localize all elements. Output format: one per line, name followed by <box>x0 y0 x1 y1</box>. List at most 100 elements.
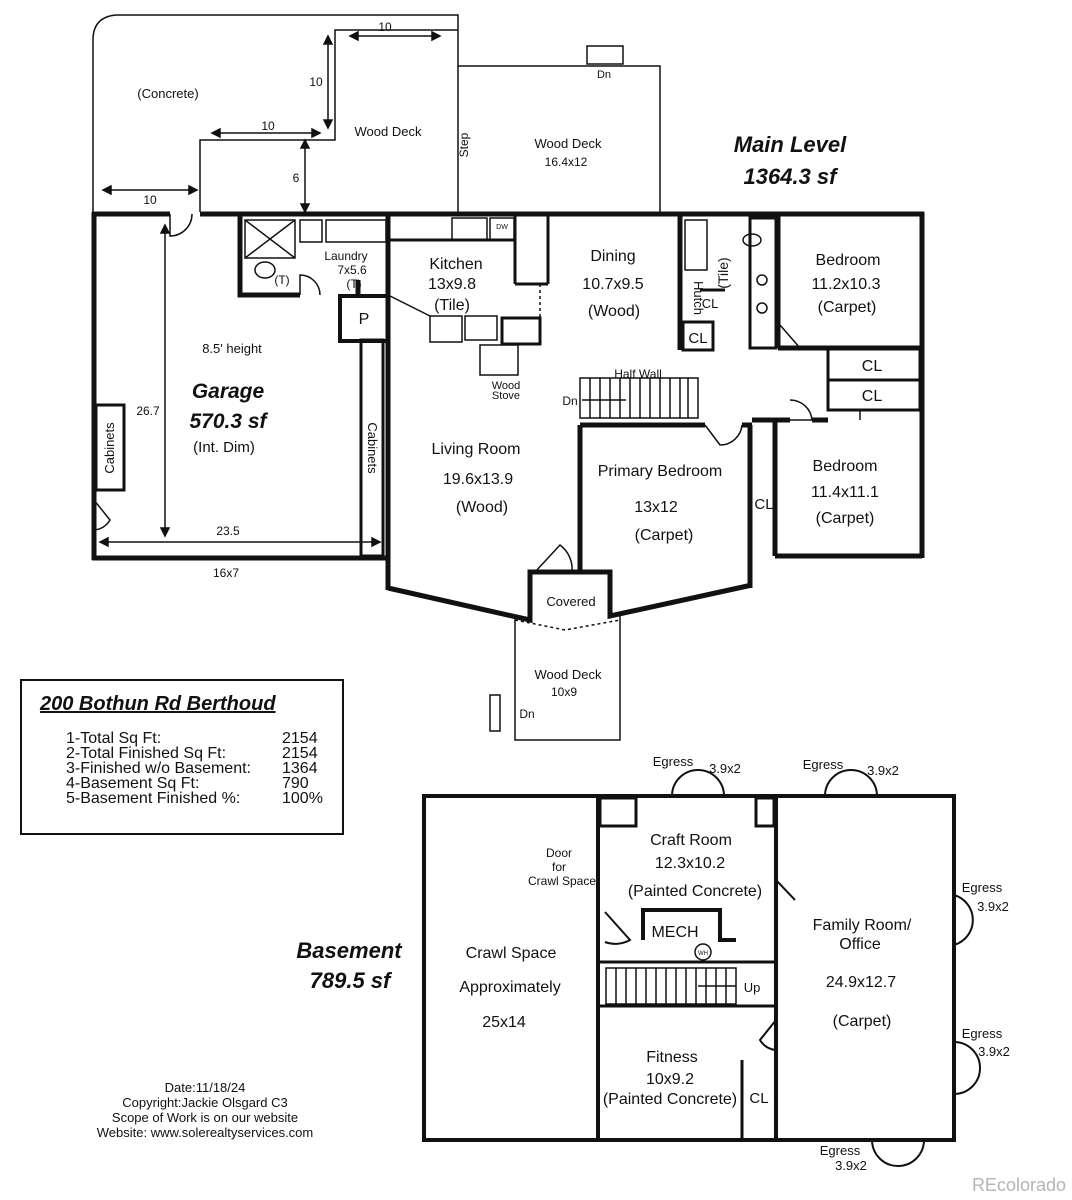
living-room-floor: (Wood) <box>456 499 508 516</box>
dim-label: 23.5 <box>216 524 240 538</box>
dimension-lines <box>98 30 442 548</box>
up-label: Up <box>744 980 761 995</box>
fixtures <box>244 217 768 376</box>
closet-label: CL <box>749 1090 768 1107</box>
egress-label: Egress <box>962 880 1003 895</box>
dn-label: Dn <box>519 707 534 721</box>
laundry-size: 7x5.6 <box>337 263 367 277</box>
garage-door-label: 16x7 <box>213 566 239 580</box>
main-level-title: Main Level <box>734 132 847 157</box>
summary-label: 2-Total Finished Sq Ft: <box>66 745 227 762</box>
dim-label: 6 <box>293 171 300 185</box>
dining-floor: (Wood) <box>588 303 640 320</box>
dining-label: Dining <box>590 248 635 265</box>
bedroom-size: 11.4x11.1 <box>811 484 879 501</box>
basement-walls <box>422 794 956 1142</box>
bedroom-label: Bedroom <box>813 458 878 475</box>
wood-stove-label: Wood <box>492 380 521 392</box>
living-room-label: Living Room <box>432 441 521 458</box>
dishwasher-label: DW <box>496 224 508 231</box>
dim-label: 26.7 <box>136 404 160 418</box>
credit-date: Date:11/18/24 <box>164 1080 246 1095</box>
egress-label: Egress <box>803 757 844 772</box>
dim-label: 10 <box>309 75 323 89</box>
closet-label: CL <box>754 496 773 513</box>
main-level-walls <box>91 211 925 624</box>
summary-label: 3-Finished w/o Basement: <box>66 760 251 777</box>
wood-deck-label: Wood Deck <box>535 667 602 682</box>
garage-area: 570.3 sf <box>189 410 268 433</box>
laundry-label: Laundry <box>324 249 367 263</box>
summary-value: 1364 <box>282 760 318 777</box>
mech-label: MECH <box>651 924 698 941</box>
dim-label: 10 <box>261 119 275 133</box>
covered-label: Covered <box>546 594 595 609</box>
property-summary-box: 200 Bothun Rd Berthoud 1-Total Sq Ft: 21… <box>20 679 344 835</box>
closet-label: CL <box>688 330 707 347</box>
dining-size: 10.7x9.5 <box>582 276 643 293</box>
summary-label: 4-Basement Sq Ft: <box>66 775 200 792</box>
main-level-area: 1364.3 sf <box>744 164 840 189</box>
fitness-label: Fitness <box>646 1049 698 1066</box>
half-wall-label: Half Wall <box>614 367 662 381</box>
closet-label: CL <box>862 358 883 375</box>
garage-note: (Int. Dim) <box>193 439 255 456</box>
wood-deck-size: 10x9 <box>551 685 577 699</box>
egress-size: 3.9x2 <box>867 763 899 778</box>
stairs-basement <box>605 943 737 1005</box>
living-room-size: 19.6x13.9 <box>443 471 513 488</box>
door-note: Crawl Space <box>528 874 596 888</box>
hutch-label: Hutch <box>691 281 706 315</box>
egress-size: 3.9x2 <box>709 761 741 776</box>
craft-room-floor: (Painted Concrete) <box>628 883 762 900</box>
fitness-size: 10x9.2 <box>646 1071 694 1088</box>
primary-bedroom-label: Primary Bedroom <box>598 463 722 480</box>
exterior-outlines <box>92 14 661 741</box>
wood-deck-label: Wood Deck <box>535 136 602 151</box>
wood-deck-label: Wood Deck <box>355 124 422 139</box>
kitchen-label: Kitchen <box>429 256 482 273</box>
door-swings <box>93 213 861 573</box>
wood-stove-label: Stove <box>492 390 520 402</box>
stairs-main <box>579 377 699 419</box>
egress-wells <box>604 769 981 1167</box>
closet-label: CL <box>702 296 719 311</box>
concrete-label: (Concrete) <box>137 86 198 101</box>
garage-label: Garage <box>192 380 265 403</box>
summary-value: 100% <box>282 790 323 807</box>
cabinets-label: Cabinets <box>365 422 380 474</box>
crawl-space-label: Crawl Space <box>466 945 557 962</box>
kitchen-floor: (Tile) <box>434 297 470 314</box>
crawl-space-note: Approximately <box>459 979 560 996</box>
craft-room-size: 12.3x10.2 <box>655 855 725 872</box>
door-note: for <box>552 860 566 874</box>
dn-label: Dn <box>597 69 611 81</box>
credit-website: Website: www.solerealtyservices.com <box>96 1125 314 1140</box>
door-note: Door <box>546 846 572 860</box>
toilet-label: (T) <box>274 273 289 287</box>
craft-room-label: Craft Room <box>650 832 732 849</box>
primary-bedroom-floor: (Carpet) <box>635 527 694 544</box>
crawl-space-size: 25x14 <box>482 1014 526 1031</box>
laundry-floor: (T) <box>346 277 361 291</box>
egress-label: Egress <box>962 1026 1003 1041</box>
closet-label: CL <box>862 388 883 405</box>
family-room-size: 24.9x12.7 <box>826 974 896 991</box>
egress-size: 3.9x2 <box>835 1158 867 1173</box>
summary-label: 5-Basement Finished %: <box>66 790 241 807</box>
dim-label: 10 <box>378 20 392 34</box>
summary-value: 2154 <box>282 745 318 762</box>
kitchen-size: 13x9.8 <box>428 276 476 293</box>
summary-value: 2154 <box>282 730 318 747</box>
dn-label: Dn <box>562 394 577 408</box>
credit-scope: Scope of Work is on our website <box>111 1110 299 1125</box>
family-room-label: Office <box>839 936 881 953</box>
family-room-floor: (Carpet) <box>833 1013 892 1030</box>
cabinets-label: Cabinets <box>102 422 117 474</box>
basement-labels: Basement 789.5 sf Egress 3.9x2 Egress 3.… <box>296 754 1009 1173</box>
egress-size: 3.9x2 <box>977 899 1009 914</box>
wood-deck-size: 16.4x12 <box>545 155 588 169</box>
pantry-label: P <box>359 311 370 328</box>
basement-title: Basement <box>296 938 403 963</box>
